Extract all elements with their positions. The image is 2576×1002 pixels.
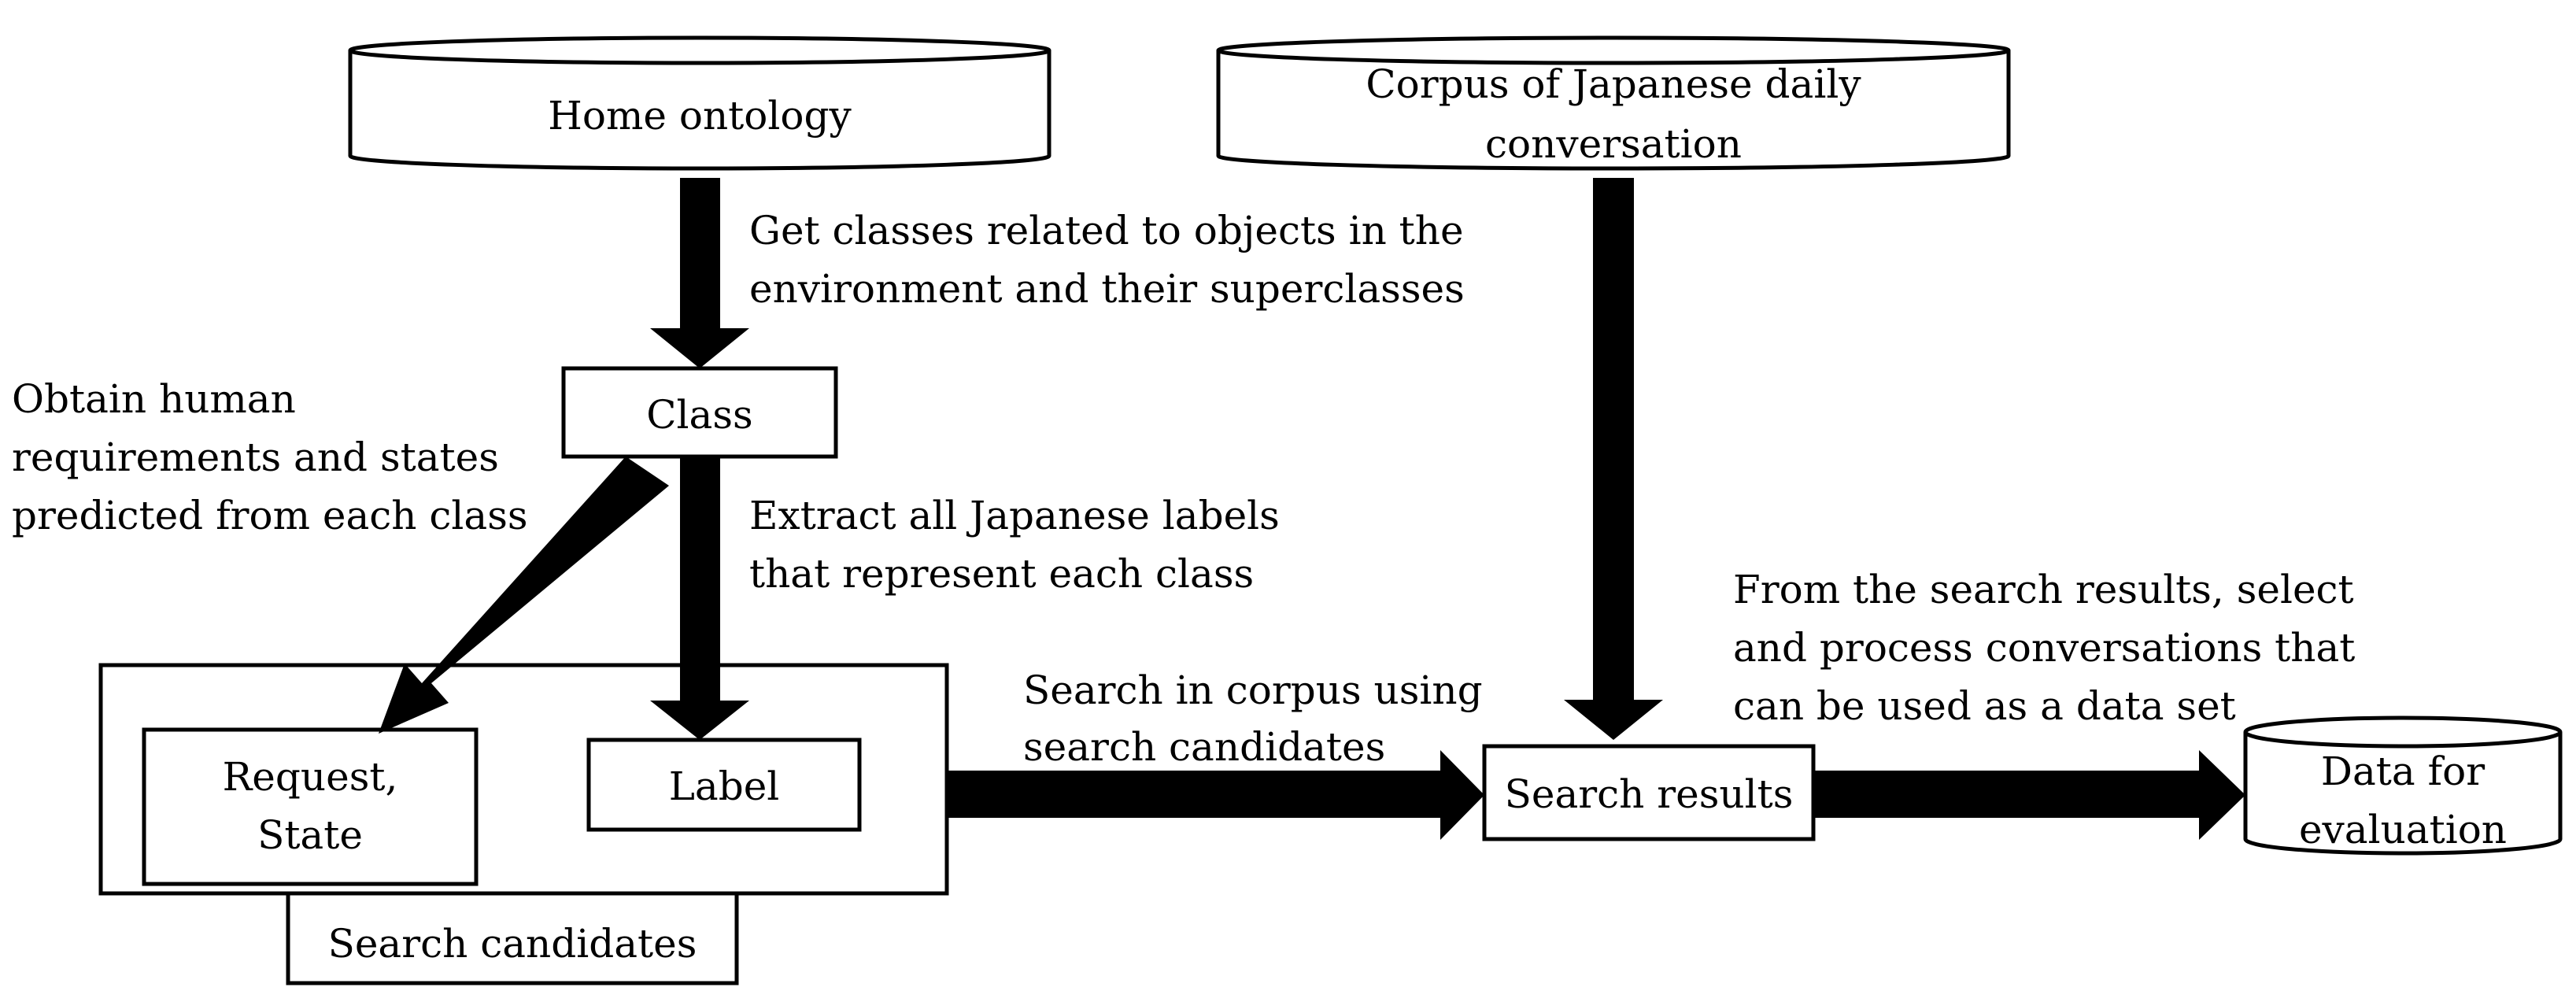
edge-obtain-line1: Obtain human: [12, 376, 296, 422]
data-for-evaluation-cylinder: Data for evaluation: [2243, 715, 2563, 856]
edge-obtain-line3: predicted from each class: [12, 493, 528, 538]
arrow-candidates-to-results: [947, 750, 1484, 840]
search-candidates-label: Search candidates: [328, 921, 697, 967]
edge-select-line3: can be used as a data set: [1733, 683, 2236, 729]
label-label: Label: [669, 764, 780, 809]
home-ontology-cylinder: Home ontology: [348, 35, 1051, 171]
search-results-box: Search results: [1482, 744, 1816, 841]
class-label: Class: [646, 392, 752, 438]
edge-extract-line2: that represent each class: [749, 551, 1254, 597]
home-ontology-label: Home ontology: [548, 93, 852, 139]
arrow-corpus-to-results: [1564, 178, 1663, 740]
arrow-class-to-request: [379, 457, 669, 734]
edge-get-classes-line2: environment and their superclasses: [749, 266, 1465, 312]
search-candidates-box: Search candidates: [286, 891, 739, 985]
request-state-line1: Request,: [223, 754, 398, 800]
class-box: Class: [561, 366, 838, 459]
edge-select-line1: From the search results, select: [1733, 567, 2354, 612]
edge-search-in-corpus-line2: search candidates: [1023, 724, 1385, 770]
arrow-class-to-label: [650, 457, 749, 740]
corpus-label-line1: Corpus of Japanese daily: [1366, 61, 1861, 107]
edge-select-line2: and process conversations that: [1733, 625, 2355, 671]
arrow-results-to-data: [1813, 750, 2245, 840]
edge-obtain-line2: requirements and states: [12, 434, 499, 480]
edge-extract-line1: Extract all Japanese labels: [749, 493, 1280, 538]
edge-search-in-corpus-line1: Search in corpus using: [1023, 667, 1483, 713]
data-for-evaluation-line2: evaluation: [2299, 807, 2507, 852]
request-state-line2: State: [257, 812, 363, 858]
search-results-label: Search results: [1505, 771, 1794, 817]
data-for-evaluation-line1: Data for: [2321, 749, 2485, 794]
request-state-box: Request, State: [142, 727, 479, 886]
label-box: Label: [586, 738, 862, 832]
edge-get-classes-line1: Get classes related to objects in the: [749, 208, 1464, 253]
arrow-ontology-to-class: [650, 178, 749, 368]
corpus-label-line2: conversation: [1485, 121, 1742, 167]
corpus-cylinder: Corpus of Japanese daily conversation: [1216, 35, 2011, 171]
